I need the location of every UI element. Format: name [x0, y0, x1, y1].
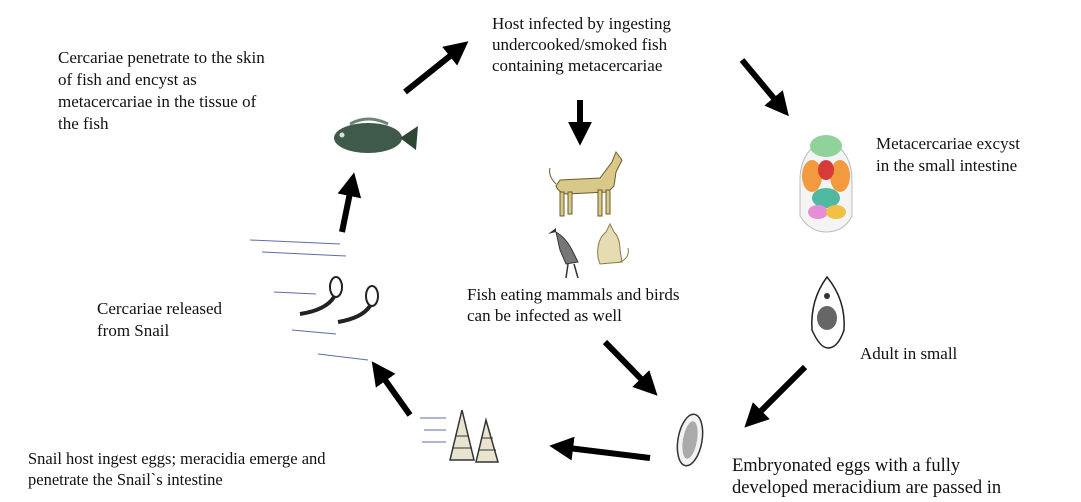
- arrow-eggs-to-snail: [560, 447, 650, 458]
- label-cercariae-released: Cercariae released from Snail: [97, 298, 222, 342]
- cercariae-icon: [250, 240, 378, 360]
- label-metacercariae-excyst: Metacercariae excyst in the small intest…: [876, 133, 1020, 177]
- arrow-host-to-intestine: [742, 60, 782, 108]
- label-embryonated-eggs: Embryonated eggs with a fully developed …: [732, 455, 1001, 499]
- human-organs-icon: [800, 135, 852, 232]
- label-adult: Adult in small: [860, 343, 957, 364]
- label-cercariae-fish: Cercariae penetrate to the skin of fish …: [58, 47, 265, 135]
- cat-icon: [598, 224, 629, 264]
- arrow-mammals-to-eggs: [605, 342, 650, 388]
- arrow-snail-to-cercariae: [378, 370, 410, 415]
- adult-fluke-icon: [812, 277, 844, 348]
- dog-icon: [550, 152, 622, 216]
- bird-icon: [548, 228, 578, 278]
- arrow-fish-to-host: [405, 48, 460, 92]
- arrow-adult-to-eggs: [752, 367, 805, 420]
- snail-icon: [420, 410, 498, 462]
- egg-icon: [674, 412, 707, 467]
- label-snail-host: Snail host ingest eggs; meracidia emerge…: [28, 448, 326, 490]
- label-host-infected: Host infected by ingesting undercooked/s…: [492, 13, 671, 76]
- fish-icon: [334, 119, 418, 153]
- arrow-cercariae-to-fish: [342, 183, 352, 232]
- label-mammals-birds: Fish eating mammals and birds can be inf…: [467, 284, 679, 326]
